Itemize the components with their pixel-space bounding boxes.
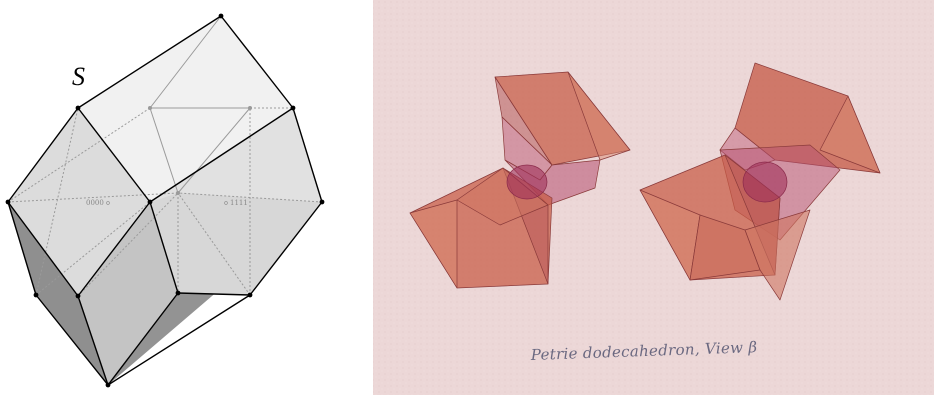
watercolor-painting: Petrie dodecahedron, View β [373,0,934,395]
vertex-label-1111: 1111 [230,199,248,207]
set-label-s: S [72,62,85,91]
vertex-label-0000: 0000 [86,199,104,207]
polytope-diagram: S 0000 1111 [6,14,325,388]
